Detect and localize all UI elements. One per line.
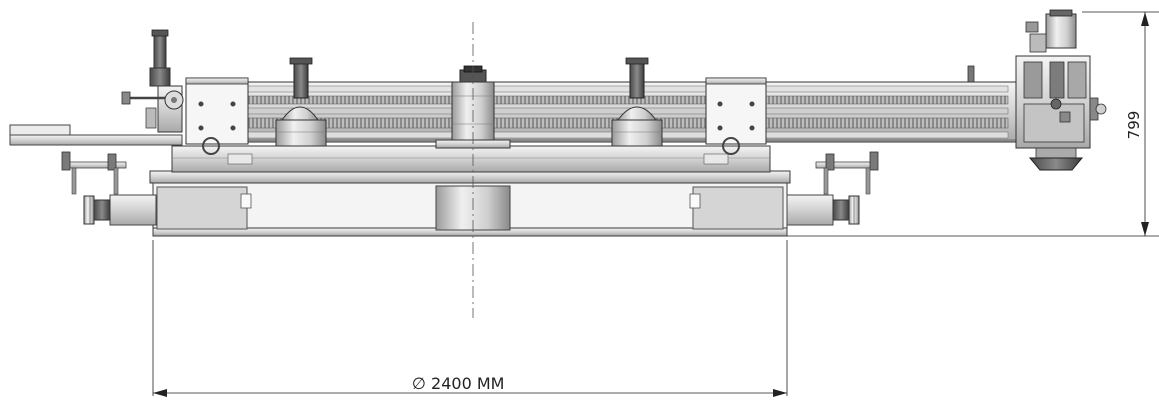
right-lifting-column: [611, 57, 663, 147]
right-clamp-assembly: [786, 151, 879, 226]
height-dimension: 799: [787, 11, 1159, 237]
height-label: 799: [1125, 111, 1143, 140]
right-cutting-head: [1015, 9, 1107, 171]
left-carriage-block: [185, 77, 249, 155]
beam-end-stop: [967, 65, 975, 83]
base-frame: [149, 170, 791, 237]
left-clamp-assembly: [61, 151, 157, 226]
right-carriage-block: [705, 77, 767, 155]
left-lifting-column: [275, 57, 327, 147]
left-support-arm: [9, 124, 183, 146]
diameter-dimension: ∅ 2400 MM: [152, 240, 788, 397]
upper-mounting-plate: [171, 145, 771, 173]
left-drive-unit: [121, 29, 184, 133]
diameter-value: 2400 MM: [431, 374, 504, 393]
diameter-label: ∅ 2400 MM: [412, 374, 504, 393]
diameter-symbol: ∅: [412, 374, 426, 393]
